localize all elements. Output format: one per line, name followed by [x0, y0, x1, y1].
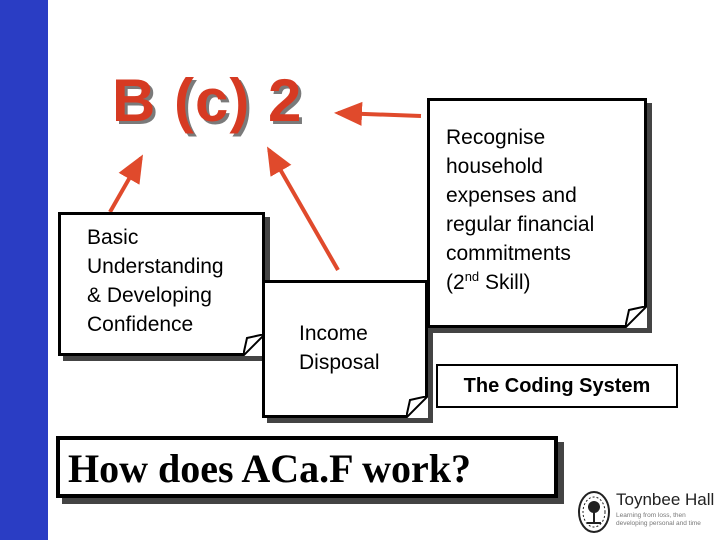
page-curl-icon: [243, 334, 265, 356]
logo-tagline: Learning from loss, then developing pers…: [616, 512, 701, 527]
skill-ordinal: nd: [464, 269, 480, 284]
note-basic-text: Basic Understanding & Developing Confide…: [87, 223, 224, 339]
note-basic-line: Understanding: [87, 255, 224, 278]
note-basic-line: Basic: [87, 226, 139, 249]
toynbee-hall-logo: Toynbee Hall Learning from loss, then de…: [576, 484, 720, 540]
page-curl-icon: [406, 396, 428, 418]
question-text: How does ACa.F work?: [68, 446, 471, 491]
note-income-disposal: Income Disposal: [262, 280, 428, 418]
left-accent-stripe: [0, 0, 48, 540]
note-income-text: Income Disposal: [299, 319, 380, 377]
question-box: How does ACa.F work?: [56, 436, 558, 498]
note-income-line: Income: [299, 322, 368, 345]
arrow-income-to-code: [267, 146, 340, 271]
code-title: B (c) 2: [112, 67, 303, 134]
note-recognise-line: Recognise: [446, 126, 546, 149]
note-basic-understanding: Basic Understanding & Developing Confide…: [58, 212, 265, 356]
note-recognise-line: regular financial: [446, 213, 595, 236]
note-recognise-line: expenses and: [446, 184, 577, 207]
note-basic-line: Confidence: [87, 313, 194, 336]
arrow-basic-to-code: [108, 154, 143, 213]
note-basic-line: & Developing: [87, 284, 212, 307]
note-recognise-text: Recognise household expenses and regular…: [446, 123, 594, 297]
arrow-recognise-to-code: [334, 101, 422, 126]
note-recognise-line: household: [446, 155, 543, 178]
page-curl-icon: [625, 306, 647, 328]
note-recognise-line: commitments: [446, 242, 571, 265]
tree-seal-icon: [578, 491, 610, 533]
note-recognise-expenses: Recognise household expenses and regular…: [427, 98, 647, 328]
logo-name: Toynbee Hall: [616, 490, 715, 509]
skill-open: (2: [446, 271, 465, 294]
skill-close: Skill): [479, 271, 531, 294]
note-recognise-skill: (2nd Skill): [446, 268, 594, 297]
coding-system-label: The Coding System: [436, 364, 678, 408]
note-income-line: Disposal: [299, 351, 380, 374]
